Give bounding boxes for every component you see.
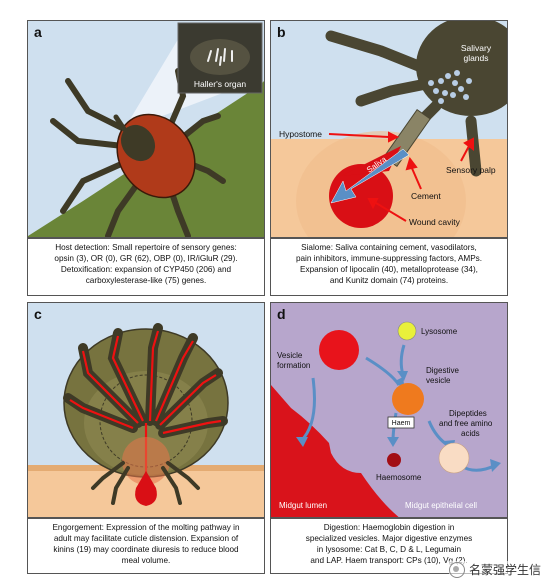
caption-c-line: meal volume. <box>121 556 171 565</box>
salivary-glands <box>428 70 472 104</box>
dipeptides-vesicle <box>438 442 470 474</box>
panel-label-c: c <box>34 306 42 322</box>
caption-a-line: opsin (3), OR (0), GR (62), OBP (0), IR/… <box>54 254 238 263</box>
inset-label: Haller's organ <box>194 79 246 89</box>
panel-label-a: a <box>34 24 42 40</box>
midgut-lumen-label: Midgut lumen <box>279 501 327 510</box>
vesicle-formation-vesicle <box>319 330 359 370</box>
caption-b: Sialome: Saliva containing cement, vasod… <box>270 238 508 296</box>
haem-label: Haem <box>392 420 411 427</box>
panel-c-illustration <box>28 303 264 517</box>
blood-flow-arrows <box>69 330 222 473</box>
hypostome-label: Hypostome <box>279 129 322 139</box>
caption-a-line: Host detection: Small repertoire of sens… <box>55 243 237 252</box>
sensory-palp-label: Sensory palp <box>446 165 496 175</box>
haem-box <box>387 416 415 429</box>
caption-a-line: Detoxification: expansion of CYP450 (206… <box>60 265 232 274</box>
caption-d-line: Digestion: Haemoglobin digestion in <box>323 523 455 532</box>
wound-cavity <box>329 164 393 228</box>
tick-mouthparts <box>113 114 127 132</box>
digestive-vesicle <box>392 383 424 415</box>
hallers-organ-inset: Haller's organ <box>177 22 263 94</box>
caption-c: Engorgement: Expression of the molting p… <box>27 518 265 574</box>
caption-b-line: Expansion of lipocalin (40), metalloprot… <box>300 265 478 274</box>
caption-b-line: Sialome: Saliva containing cement, vasod… <box>301 243 477 252</box>
caption-c-line: kinins (19) may coordinate diuresis to r… <box>53 545 239 554</box>
caption-d-line: in lysosome: Cat B, C, D & L, Legumain <box>316 545 462 554</box>
panel-c: c <box>27 302 265 518</box>
caption-c-line: adult may facilitate cuticle distension.… <box>53 534 239 543</box>
tick-shield <box>120 124 156 162</box>
panel-label-b: b <box>277 24 286 40</box>
caption-b-line: pain inhibitors, immune-suppressing fact… <box>295 254 483 263</box>
saliva-arrow <box>330 148 410 204</box>
capitulum-region <box>122 437 170 485</box>
watermark-text: 名蒙强学生信 <box>468 563 541 577</box>
caption-d-line: specialized vesicles. Major digestive en… <box>305 534 473 543</box>
caption-d-line: and LAP. Haem transport: CPs (10), Vg (2… <box>310 556 468 565</box>
blood-meal-drop <box>135 471 157 506</box>
haemosome-label: Haemosome <box>376 473 422 482</box>
panel-a: Haller's organ a <box>27 20 265 238</box>
wound-cavity-label: Wound cavity <box>409 217 461 227</box>
caption-a: Host detection: Small repertoire of sens… <box>27 238 265 296</box>
caption-b-line: and Kunitz domain (74) proteins. <box>329 276 449 285</box>
caption-c-line: Engorgement: Expression of the molting p… <box>52 523 240 532</box>
panel-label-d: d <box>277 306 286 322</box>
wechat-icon <box>448 561 465 578</box>
lysosome <box>397 321 417 341</box>
midgut-epithelial-label: Midgut epithelial cell <box>405 501 477 510</box>
watermark: 名蒙强学生信 <box>448 561 541 578</box>
cement-label: Cement <box>411 191 441 201</box>
panel-a-illustration: Haller's organ <box>28 21 264 237</box>
caption-d: Digestion: Haemoglobin digestion in spec… <box>270 518 508 574</box>
haemosome <box>387 453 401 467</box>
caption-a-line: carboxylesterase-like (75) genes. <box>85 276 207 285</box>
lysosome-label: Lysosome <box>421 327 458 336</box>
tick-body <box>416 21 507 116</box>
midgut-lumen <box>271 385 399 517</box>
tick-legs <box>91 461 200 505</box>
